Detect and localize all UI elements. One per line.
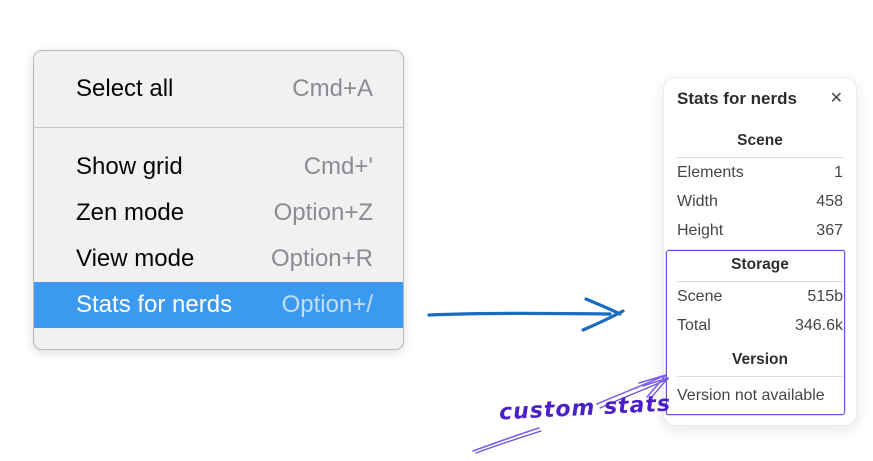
menu-item-zen-mode[interactable]: Zen mode Option+Z <box>34 190 403 236</box>
stat-value: 346.6k <box>794 317 843 334</box>
stats-panel: Stats for nerds ✕ Scene Elements 1 Width… <box>663 77 857 426</box>
menu-item-show-grid[interactable]: Show grid Cmd+' <box>34 144 403 190</box>
menu-section-bottom: Show grid Cmd+' Zen mode Option+Z View m… <box>34 128 403 328</box>
stat-label: Width <box>677 193 718 210</box>
stat-label: Scene <box>677 288 723 305</box>
version-section-header: Version <box>732 351 788 368</box>
menu-item-label: Zen mode <box>76 199 185 226</box>
stat-row-height: Height 367 <box>677 216 843 245</box>
menu-item-label: Stats for nerds <box>76 291 233 318</box>
stat-label: Height <box>677 222 724 239</box>
menu-shortcut: Option+/ <box>281 291 373 318</box>
section-divider <box>677 376 843 377</box>
stat-row-width: Width 458 <box>677 187 843 216</box>
stat-value: 1 <box>834 164 843 181</box>
menu-shortcut: Option+Z <box>273 199 373 226</box>
stat-label: Elements <box>677 164 744 181</box>
context-menu: Select all Cmd+A Show grid Cmd+' Zen mod… <box>33 50 404 350</box>
flow-arrow <box>427 297 625 332</box>
version-note: Version not available <box>677 387 825 404</box>
menu-shortcut: Cmd+A <box>292 75 373 102</box>
annotation-text: custom stats <box>498 391 672 426</box>
section-divider <box>677 281 843 282</box>
section-divider <box>677 157 843 158</box>
stat-value: 367 <box>816 222 843 239</box>
menu-item-label: Show grid <box>76 153 183 180</box>
menu-item-stats-for-nerds[interactable]: Stats for nerds Option+/ <box>34 282 403 328</box>
menu-shortcut: Option+R <box>270 245 373 272</box>
stat-row-scene-storage: Scene 515b <box>677 282 843 311</box>
stat-value: 458 <box>816 193 843 210</box>
close-icon[interactable]: ✕ <box>829 90 843 107</box>
menu-divider <box>34 127 403 128</box>
menu-item-view-mode[interactable]: View mode Option+R <box>34 236 403 282</box>
stats-panel-header: Stats for nerds ✕ <box>677 88 843 110</box>
stat-value: 515b <box>807 288 843 305</box>
menu-item-select-all[interactable]: Select all Cmd+A <box>34 66 403 112</box>
stats-panel-title: Stats for nerds <box>677 89 797 108</box>
menu-section-top: Select all Cmd+A <box>34 51 403 127</box>
storage-section-header: Storage <box>731 256 789 273</box>
stat-label: Total <box>677 317 711 334</box>
scene-section-header: Scene <box>737 132 783 149</box>
menu-item-label: View mode <box>76 245 195 272</box>
stat-row-elements: Elements 1 <box>677 158 843 187</box>
stat-row-total-storage: Total 346.6k <box>677 311 843 340</box>
menu-shortcut: Cmd+' <box>303 153 373 180</box>
menu-item-label: Select all <box>76 75 174 102</box>
